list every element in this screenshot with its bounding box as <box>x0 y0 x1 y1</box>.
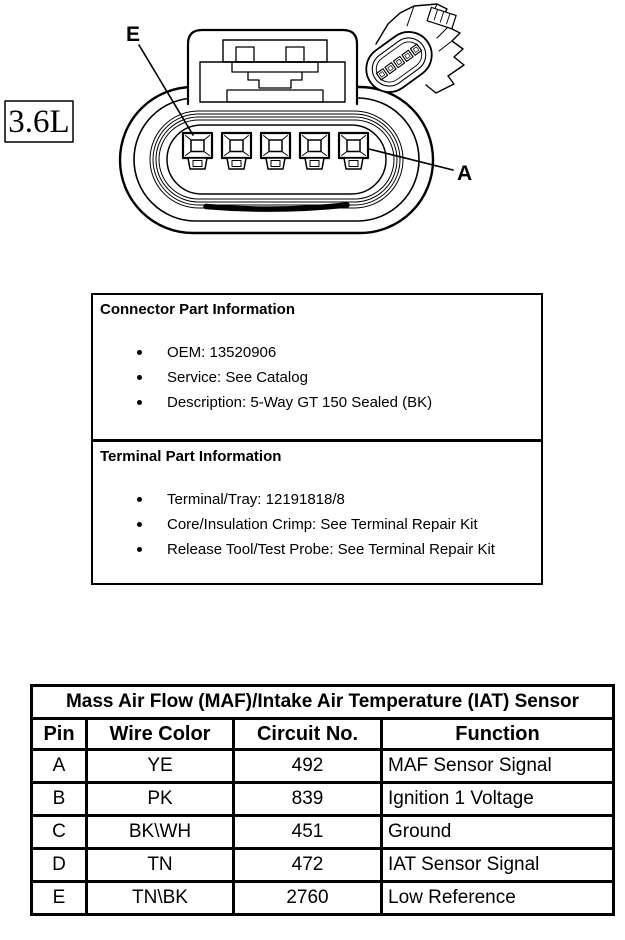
connector-info-list: OEM: 13520906 Service: See Catalog Descr… <box>100 340 533 415</box>
engine-label: 3.6L <box>8 104 69 140</box>
bullet-icon <box>137 497 142 502</box>
list-item-text: Service: See Catalog <box>167 369 308 386</box>
pin-cell: B <box>30 781 88 817</box>
connector-part-information-section: Connector Part Information OEM: 13520906… <box>93 295 541 442</box>
pin-cell: D <box>30 847 88 883</box>
table-row: B PK 839 Ignition 1 Voltage <box>30 781 616 817</box>
table-title: Mass Air Flow (MAF)/Intake Air Temperatu… <box>29 684 616 720</box>
bullet-icon <box>137 522 142 527</box>
column-header-wire-color: Wire Color <box>85 717 235 751</box>
list-item: Terminal/Tray: 12191818/8 <box>137 487 533 512</box>
seal-shadow <box>203 202 350 212</box>
list-item: Service: See Catalog <box>137 365 533 390</box>
pin-e-leader-line <box>138 44 194 136</box>
table-row: C BK\WH 451 Ground <box>30 814 616 850</box>
function-cell: MAF Sensor Signal <box>379 748 616 784</box>
connector-part-information-title: Connector Part Information <box>100 301 296 318</box>
list-item-text: Terminal/Tray: 12191818/8 <box>167 491 345 508</box>
pin-a-leader-line <box>368 148 454 171</box>
circuit-cell: 451 <box>232 814 383 850</box>
engine-callout: 3.6L <box>4 100 74 143</box>
column-header-circuit-no: Circuit No. <box>232 717 383 751</box>
list-item-text: Core/Insulation Crimp: See Terminal Repa… <box>167 516 478 533</box>
function-cell: Ground <box>379 814 616 850</box>
pin-cell: E <box>30 880 88 916</box>
connector-face-view <box>118 28 435 235</box>
bullet-icon <box>137 375 142 380</box>
list-item: Description: 5-Way GT 150 Sealed (BK) <box>137 390 533 415</box>
table-title-row: Mass Air Flow (MAF)/Intake Air Temperatu… <box>29 684 616 720</box>
terminal-slot-b <box>298 131 331 171</box>
circuit-cell: 472 <box>232 847 383 883</box>
function-cell: IAT Sensor Signal <box>379 847 616 883</box>
latch-3d <box>426 6 457 30</box>
column-header-function: Function <box>379 717 616 751</box>
connector-diagram: E A <box>4 3 472 235</box>
terminal-part-information-title: Terminal Part Information <box>100 448 282 465</box>
wire-color-cell: BK\WH <box>85 814 235 850</box>
pin-e-label: E <box>126 23 140 46</box>
wire-color-cell: YE <box>85 748 235 784</box>
function-cell: Ignition 1 Voltage <box>379 781 616 817</box>
circuit-cell: 839 <box>232 781 383 817</box>
terminal-part-information-section: Terminal Part Information Terminal/Tray:… <box>93 442 541 562</box>
face-3d <box>365 31 433 93</box>
connector-3d-view <box>365 3 465 94</box>
circuit-cell: 2760 <box>232 880 383 916</box>
table-row: E TN\BK 2760 Low Reference <box>30 880 616 916</box>
latch-tab <box>186 28 359 106</box>
wire-color-cell: TN\BK <box>85 880 235 916</box>
table-row: A YE 492 MAF Sensor Signal <box>30 748 616 784</box>
bullet-icon <box>137 547 142 552</box>
terminal-info-list: Terminal/Tray: 12191818/8 Core/Insulatio… <box>100 487 533 562</box>
part-information-box: Connector Part Information OEM: 13520906… <box>91 293 543 585</box>
list-item-text: Description: 5-Way GT 150 Sealed (BK) <box>167 394 433 411</box>
table-header-row: Pin Wire Color Circuit No. Function <box>30 717 616 751</box>
pin-a-label: A <box>457 162 472 185</box>
terminal-slot-a <box>337 131 370 171</box>
wire-color-cell: PK <box>85 781 235 817</box>
list-item: Release Tool/Test Probe: See Terminal Re… <box>137 537 533 562</box>
function-cell: Low Reference <box>379 880 616 916</box>
bullet-icon <box>137 350 142 355</box>
pinout-table-container: Mass Air Flow (MAF)/Intake Air Temperatu… <box>29 684 616 916</box>
pinout-table: Mass Air Flow (MAF)/Intake Air Temperatu… <box>29 684 616 916</box>
terminal-slot-e <box>181 131 214 171</box>
bullet-icon <box>137 400 142 405</box>
pin-cell: C <box>30 814 88 850</box>
list-item: Core/Insulation Crimp: See Terminal Repa… <box>137 512 533 537</box>
column-header-pin: Pin <box>30 717 88 751</box>
pin-cell: A <box>30 748 88 784</box>
circuit-cell: 492 <box>232 748 383 784</box>
list-item-text: OEM: 13520906 <box>167 344 277 361</box>
terminal-slot-c <box>259 131 292 171</box>
table-row: D TN 472 IAT Sensor Signal <box>30 847 616 883</box>
list-item-text: Release Tool/Test Probe: See Terminal Re… <box>167 541 495 558</box>
list-item: OEM: 13520906 <box>137 340 533 365</box>
terminal-slot-d <box>220 131 253 171</box>
wire-color-cell: TN <box>85 847 235 883</box>
